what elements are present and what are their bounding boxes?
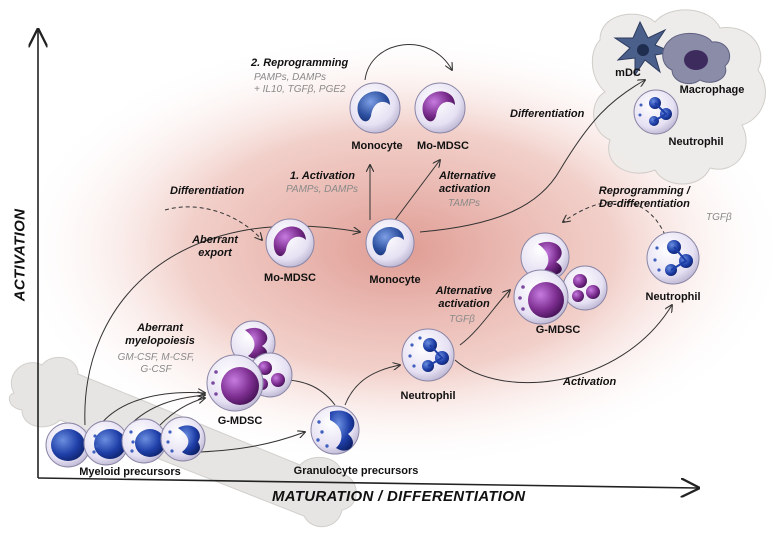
label-mdc: mDC [615,67,641,79]
alt-activation-mono-title: Alternative activation [439,170,496,195]
arrow-dediff [563,201,666,236]
label-granulocyte-precursors: Granulocyte precursors [293,465,419,477]
arrow-monocyte-alt-activation [394,160,440,221]
alt-activation-neutro-factors: TGFβ [449,314,475,325]
aberrant-myelopoiesis-title: Aberrant myelopoiesis [125,322,195,347]
differentiation-right-title: Differentiation [510,108,585,120]
y-axis-label: ACTIVATION [11,208,29,302]
label-mo-mdsc-top: Mo-MDSC [417,140,469,152]
arrow-monocyte-differentiation [419,80,645,233]
arrow-precursors-to-gmdsc-3 [159,398,205,426]
mo-mdsc-top-cell [414,82,466,134]
arrow-precursors-to-gmdsc-2 [129,395,205,426]
mdc-cell [613,20,674,77]
aberrant-export-title: Aberrant export [192,234,238,259]
label-neutrophil-right: Neutrophil [645,291,701,303]
label-myeloid-precursors: Myeloid precursors [79,466,181,478]
neutrophil-tissue-cell [633,89,679,135]
g-mdsc-cluster-right [513,232,608,325]
alt-activation-mono-factors: TAMPs [448,198,481,209]
arrow-precursors-to-gmdsc [99,392,205,426]
label-neutrophil-tissue: Neutrophil [668,136,724,148]
arrow-neutrophil-activation [454,305,672,384]
reprogramming-2-title: 2. Reprogramming [251,57,349,69]
activation-1-title: 1. Activation [290,170,355,182]
label-mo-mdsc-mid: Mo-MDSC [264,272,316,284]
aberrant-myelopoiesis-factors: GM-CSF, M-CSF, G-CSF [117,352,195,375]
label-neutrophil-center: Neutrophil [400,390,456,402]
monocyte-mid-cell [365,218,415,268]
myeloid-precursor-cells [45,416,206,468]
neutrophil-center-cell [401,328,455,382]
reprogramming-dediff-title: Reprogramming / De-differentiation [598,185,690,210]
activation-right-title: Activation [563,376,617,388]
activation-1-factors: PAMPs, DAMPs [286,184,359,195]
differentiation-left-title: Differentiation [170,185,245,197]
label-macrophage: Macrophage [679,84,745,96]
label-monocyte-top: Monocyte [351,140,403,152]
granulocyte-precursor-cell [310,405,360,455]
x-axis-label: MATURATION / DIFFERENTIATION [272,488,526,505]
label-g-mdsc-bottom: G-MDSC [217,415,263,427]
arrow-reprogramming [364,44,452,81]
neutrophil-right-cell [646,231,700,285]
reprogramming-dediff-factors: TGFβ [706,212,732,223]
alt-activation-neutro-title: Alternative activation [435,285,493,310]
g-mdsc-cluster-bottom [206,320,293,412]
arrow-precursors-to-granulocyte [199,432,305,453]
mo-mdsc-mid-cell [265,218,315,268]
arrow-granulocyte-to-neutrophil [344,365,400,406]
label-g-mdsc-right: G-MDSC [535,324,581,336]
macrophage-cell [662,33,730,85]
x-axis-arrow [37,477,698,488]
reprogramming-2-factors: PAMPs, DAMPs + IL10, TGFβ, PGE2 [254,72,346,95]
label-monocyte-mid: Monocyte [369,274,421,286]
arrow-neutrophil-alt-activation [459,290,510,346]
monocyte-top-cell [349,82,401,134]
